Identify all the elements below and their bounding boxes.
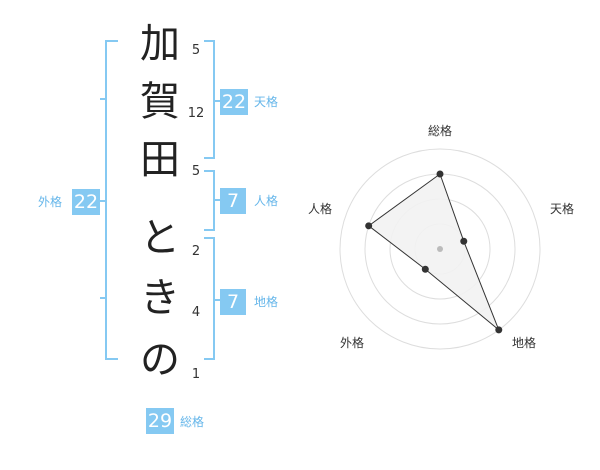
radar-polygon [367,173,500,331]
tenkaku-badge: 22 [220,89,248,115]
soukaku-label: 総格 [180,415,205,429]
name-char-3: 田 [140,137,180,183]
gaikaku-label: 外格 [38,195,63,209]
name-char-4: と [140,215,180,261]
radar-label-gaikaku: 外格 [339,336,364,350]
tenkaku-label: 天格 [254,95,279,109]
jinkaku-label: 人格 [254,194,279,208]
chikaku-bracket [204,237,220,360]
stroke-count-2: 12 [187,106,205,121]
tenkaku-bracket [204,40,220,159]
name-char-6: の [140,337,180,383]
jinkaku-bracket [204,170,220,231]
stroke-count-6: 1 [191,367,201,382]
radar-label-tenkaku: 天格 [549,202,574,216]
chikaku-badge: 7 [220,289,246,315]
radar-ring-4 [339,148,541,350]
jinkaku-badge: 7 [220,188,246,214]
radar-point-3 [421,265,429,273]
name-char-5: き [140,275,180,321]
radar-point-2 [495,326,503,334]
name-char-1: 加 [140,21,180,67]
radar-point-0 [436,170,444,178]
chikaku-label: 地格 [254,295,279,309]
soukaku-badge: 29 [146,408,174,434]
radar-point-1 [460,237,468,245]
radar-center [437,246,443,252]
gaikaku-bracket [100,40,118,360]
stroke-count-4: 2 [191,244,201,259]
gaikaku-badge: 22 [72,189,100,215]
radar-label-soukaku: 総格 [427,124,452,138]
stroke-count-5: 4 [191,305,201,320]
radar-point-4 [365,222,373,230]
stroke-count-3: 5 [191,164,201,179]
stroke-count-1: 5 [191,43,201,58]
radar-label-chikaku: 地格 [511,336,536,350]
radar-label-jinkaku: 人格 [307,202,332,216]
name-char-2: 賀 [140,79,180,125]
radar-chart [339,148,541,350]
